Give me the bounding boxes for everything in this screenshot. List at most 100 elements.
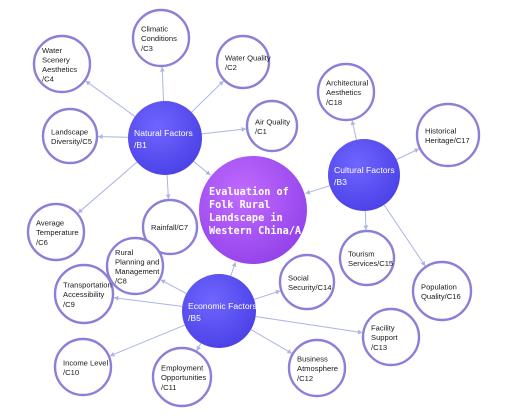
connector-edges [77, 66, 426, 357]
indicator-label-c5-line: Landscape [51, 127, 88, 136]
indicator-label-c8-line: /C8 [115, 277, 127, 286]
edge-b3-to-c16 [383, 204, 426, 267]
indicator-label-c1-line: Air Quality [255, 117, 290, 126]
factor-hub-b5: Economic Factors/B5 [182, 274, 257, 348]
indicator-label-c1: Air Quality/C1 [255, 117, 290, 136]
indicator-label-c4-line: Water [42, 46, 62, 55]
indicator-label-c6-line: /C6 [36, 238, 48, 247]
indicator-label-c16-line: Population [421, 282, 457, 291]
goal-label-line: Evaluation of [209, 186, 289, 198]
edge-b5-to-c8 [160, 279, 187, 294]
indicator-label-c13-line: Support [371, 333, 398, 342]
indicator-label-c1-line: /C1 [255, 127, 267, 136]
indicator-node-c7: Rainfall/C7 [141, 198, 199, 256]
indicator-label-c3-line: Climatic [141, 25, 168, 34]
edge-b1-to-center [193, 161, 211, 176]
indicator-label-c3-line: /C3 [141, 44, 153, 53]
indicator-label-c2-line: /C2 [225, 63, 237, 72]
factor-label-b5-line: /B5 [188, 313, 201, 323]
edge-b1-to-c5 [97, 134, 129, 140]
edge-b3-to-center [305, 185, 330, 195]
factor-hub-b1: Natural Factors/B1 [128, 101, 202, 175]
edge-b5-to-c11 [196, 343, 202, 352]
indicator-label-c8-line: Management [115, 267, 160, 276]
edge-b5-to-c10 [109, 324, 185, 357]
indicator-label-c15-line: Services/C15 [348, 259, 393, 268]
indicator-label-c11-line: Opportunities [161, 373, 206, 382]
goal-label-line: Landscape in [209, 212, 283, 224]
indicator-label-c18-line: Architectural [326, 79, 369, 88]
edge-b5-to-c12 [250, 329, 293, 354]
edge-b1-to-c6 [77, 161, 138, 214]
indicator-label-c9-line: Transportation [63, 281, 112, 290]
edge-b5-to-c9 [113, 295, 183, 307]
indicator-label-c6-line: Temperature [36, 228, 79, 237]
factor-label-b1-line: /B1 [134, 140, 147, 150]
indicator-label-c15-line: Tourism [348, 249, 375, 258]
factor-label-b3: Cultural Factors/B3 [334, 165, 395, 187]
indicator-label-c18-line: Aesthetics [326, 88, 361, 97]
indicator-label-c12-line: Atmosphere [297, 364, 338, 373]
indicator-label-c13-line: Facility [371, 324, 395, 333]
edge-b5-to-center [230, 261, 237, 277]
goal-label-line: Folk Rural [209, 200, 270, 211]
edge-b1-to-c1 [201, 127, 247, 135]
indicator-label-c17-line: Historical [425, 126, 457, 135]
indicator-label-c2-line: Water Quality [225, 53, 271, 62]
factor-label-b3-line: Cultural Factors [334, 165, 395, 175]
indicator-label-c4-line: Aesthetics [42, 65, 77, 74]
edge-b3-to-c17 [396, 148, 420, 160]
indicator-label-c5-line: Diversity/C5 [51, 137, 92, 146]
edge-b1-to-c2 [191, 80, 225, 113]
factor-label-b5: Economic Factors/B5 [188, 301, 257, 323]
edge-b5-to-c14 [253, 289, 281, 300]
factor-label-b5-line: Economic Factors [188, 301, 257, 311]
indicator-label-c18-line: /C18 [326, 98, 342, 107]
indicator-label-c8-line: Planning and [115, 257, 159, 266]
indicator-label-c8-line: Rural [115, 248, 133, 257]
indicator-label-c13-line: /C13 [371, 343, 387, 352]
edge-b1-to-c3 [159, 66, 165, 102]
edge-b3-to-c15 [363, 210, 369, 231]
indicator-node-c10: Income Level/C10 [53, 337, 113, 397]
indicator-label-c2: Water Quality/C2 [225, 53, 271, 72]
indicator-label-c10-line: Income Level [63, 358, 108, 367]
factor-hub-b3: Cultural Factors/B3 [328, 139, 400, 211]
indicator-label-c7-line: Rainfall/C7 [151, 223, 188, 232]
indicator-label-c4-line: /C4 [42, 75, 54, 84]
edge-b1-to-c7 [165, 174, 171, 200]
edge-b5-to-c13 [255, 316, 363, 335]
indicator-label-c6-line: Average [36, 219, 64, 228]
goal-label-line: Western China/A [209, 225, 301, 237]
indicator-label-c16-line: Quality/C16 [421, 292, 461, 301]
indicator-label-c10: Income Level/C10 [63, 358, 108, 377]
edge-b3-to-c18 [350, 120, 357, 140]
indicator-label-c12-line: /C12 [297, 374, 313, 383]
